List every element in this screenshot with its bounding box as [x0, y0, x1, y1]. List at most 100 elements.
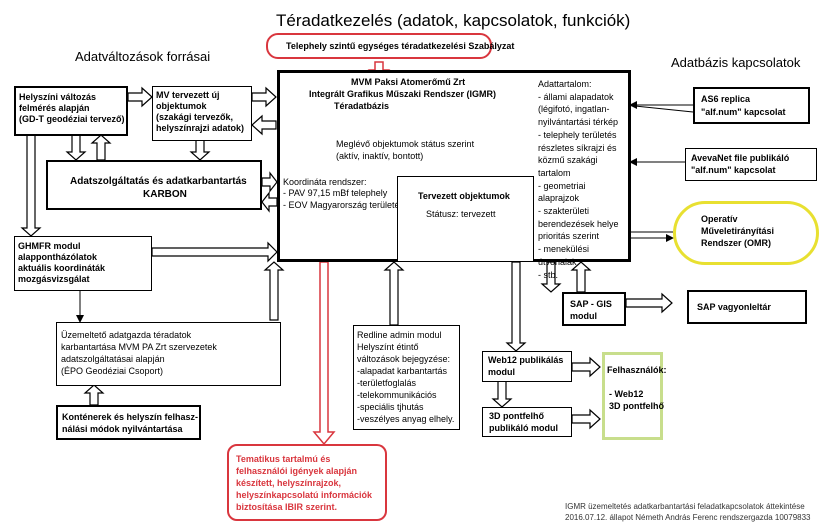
users-line: Felhasználók:: [607, 365, 667, 375]
karbon-line: Adatszolgáltatás és adatkarbantartás: [70, 176, 247, 187]
omr-line: Operatív: [701, 214, 738, 224]
as6-line: AS6 replica: [701, 94, 751, 104]
content-line: részletes síkrajzi és: [538, 142, 617, 153]
main-db: Téradatbázis: [334, 101, 390, 111]
thematic-box: Tematikus tartalmú és felhasználói igény…: [227, 444, 387, 521]
operator-box: Üzemeltető adatgazda téradatok karbantar…: [56, 322, 281, 386]
karbon-line: KARBON: [143, 189, 187, 200]
regulation-banner-label: Telephely szintű egységes téradatkezelés…: [286, 41, 515, 51]
content-line: közmű szakági: [538, 155, 598, 166]
ghmfr-box: GHMFR modul alappontházólatok aktuális k…: [14, 236, 152, 291]
right-section-header: Adatbázis kapcsolatok: [671, 55, 801, 70]
content-line: - szakterületi: [538, 206, 590, 217]
content-line: alaprajzok: [538, 193, 580, 204]
status-line-2: (aktív, inaktív, bontott): [336, 151, 424, 161]
sap-gis-line: SAP - GIS: [570, 299, 612, 309]
content-line: nyilvántartási térkép: [538, 117, 619, 128]
planned-status: Státusz: tervezett: [426, 209, 496, 219]
sap-gis-box: SAP - GIS modul: [562, 292, 626, 326]
aveva-line: "alf.num" kapcsolat: [691, 165, 776, 175]
regulation-banner: Telephely szintű egységes téradatkezelés…: [266, 33, 514, 59]
operator-line: karbantartása MVM PA Zrt szervezetek: [61, 342, 217, 352]
site-survey-line: (GD-T geodéziai tervező): [19, 114, 125, 124]
content-line: - állami alapadatok: [538, 91, 614, 102]
operator-line: (ÉPO Geodéziai Csoport): [61, 366, 164, 376]
sap-asset-box: SAP vagyonleltár: [687, 290, 807, 324]
operator-line: Üzemeltető adatgazda téradatok: [61, 330, 192, 340]
containers-line: Konténerek és helyszín felhasz-: [62, 412, 199, 422]
thematic-line: helyszínkapcsolatú információk: [236, 490, 373, 500]
operator-line: adatszolgáltatásai alapján: [61, 354, 165, 364]
web12-box: Web12 publikálás modul: [482, 351, 572, 382]
planned-title: Tervezett objektumok: [418, 191, 510, 201]
redline-line: -speciális tjhutás: [357, 402, 424, 412]
content-line: prioritás szerint: [538, 231, 600, 242]
content-line: (légifotó, ingatlan-: [538, 104, 610, 115]
site-survey-line: felmérés alapján: [19, 103, 90, 113]
status-line-1: Meglévő objektumok státus szerint: [336, 139, 475, 149]
mv-planned-box: MV tervezett új objektumok (szakági terv…: [152, 86, 252, 141]
ghmfr-line: alappontházólatok: [18, 252, 98, 262]
karbon-box: Adatszolgáltatás és adatkarbantartás KAR…: [46, 160, 262, 210]
users-box: Felhasználók: - Web12 3D pontfelhő: [602, 352, 667, 440]
redline-line: -veszélyes anyag elhely.: [357, 414, 455, 424]
content-line: - telephely területés: [538, 129, 617, 140]
containers-box: Konténerek és helyszín felhasz- nálási m…: [56, 405, 201, 440]
thematic-line: készített, helyszínrajzok,: [236, 478, 342, 488]
ghmfr-line: GHMFR modul: [18, 241, 81, 251]
mv-planned-line: objektumok: [156, 101, 207, 111]
redline-line: -telekommunikációs: [357, 390, 437, 400]
avevanet-box: AvevaNet file publikáló "alf.num" kapcso…: [685, 148, 817, 181]
footer-line-1: IGMR üzemeltetés adatkarbantartási felad…: [565, 502, 805, 511]
redline-line: -alapadat karbantartás: [357, 366, 448, 376]
mv-planned-line: MV tervezett új: [156, 90, 220, 100]
content-line: útvonalak: [538, 256, 577, 267]
as6-line: "alf.num" kapcsolat: [701, 107, 786, 117]
pointcloud-box: 3D pontfelhő publikáló modul: [482, 407, 572, 437]
igmr-main-database: MVM Paksi Atomerőmű Zrt Integrált Grafik…: [277, 70, 631, 280]
omr-line: Műveletirányítási: [701, 226, 775, 236]
sap-asset-label: SAP vagyonleltár: [697, 302, 771, 312]
coord-1: - PAV 97,15 mBf telephely: [283, 188, 388, 198]
main-company: MVM Paksi Atomerőmű Zrt: [351, 77, 466, 87]
left-section-header: Adatváltozások forrásai: [75, 49, 211, 64]
redline-line: Redline admin modul: [357, 330, 442, 340]
content-title: Adattartalom:: [538, 79, 592, 89]
diagram-title: Téradatkezelés (adatok, kapcsolatok, fun…: [276, 11, 631, 30]
redline-line: változások bejegyzése:: [357, 354, 451, 364]
thematic-line: biztosítása IBIR szerint.: [236, 502, 338, 512]
main-system: Integrált Grafikus Műszaki Rendszer (IGM…: [309, 89, 497, 99]
coord-2: - EOV Magyarország területén: [283, 200, 405, 210]
as6-replica-box: AS6 replica "alf.num" kapcsolat: [693, 87, 810, 124]
redline-admin-box: Redline admin modul Helyszínt étintő vál…: [353, 325, 460, 430]
redline-line: -területfoglalás: [357, 378, 417, 388]
mv-planned-line: (szakági tervezők,: [156, 112, 234, 122]
users-line: - Web12: [609, 389, 644, 399]
ghmfr-line: aktuális koordináták: [18, 263, 106, 273]
aveva-line: AvevaNet file publikáló: [691, 153, 790, 163]
mv-planned-line: helyszínrajzi adatok): [156, 123, 245, 133]
content-line: berendezések helye: [538, 218, 619, 229]
content-line: - geometriai: [538, 180, 586, 191]
hollow-arrows: [20, 86, 673, 430]
coord-title: Koordináta rendszer:: [283, 177, 367, 187]
thematic-line: Tematikus tartalmú és: [236, 454, 331, 464]
site-survey-box: Helyszíni változás felmérés alapján (GD-…: [14, 86, 128, 136]
redline-line: Helyszínt étintő: [357, 342, 419, 352]
web12-line: Web12 publikálás: [488, 355, 564, 365]
footer-line-2: 2016.07.12. állapot Németh András Ferenc…: [565, 513, 811, 522]
content-line: tartalom: [538, 167, 571, 178]
site-survey-line: Helyszíni változás: [19, 92, 97, 102]
content-line: - menekülési: [538, 244, 590, 255]
omr-line: Rendszer (OMR): [701, 238, 772, 248]
containers-line: nálási módok nyilvántartása: [62, 424, 183, 434]
content-list: Adattartalom: - állami alapadatok (légif…: [538, 78, 619, 281]
web12-line: modul: [488, 367, 515, 377]
thematic-line: felhasználói igények alapján: [236, 466, 358, 476]
content-line: - stb.: [538, 269, 559, 280]
sap-gis-line: modul: [570, 311, 597, 321]
planned-objects-box: Tervezett objektumok Státusz: tervezett: [397, 176, 534, 262]
users-line: 3D pontfelhő: [609, 401, 664, 411]
omr-ellipse: Operatív Műveletirányítási Rendszer (OMR…: [673, 201, 819, 265]
